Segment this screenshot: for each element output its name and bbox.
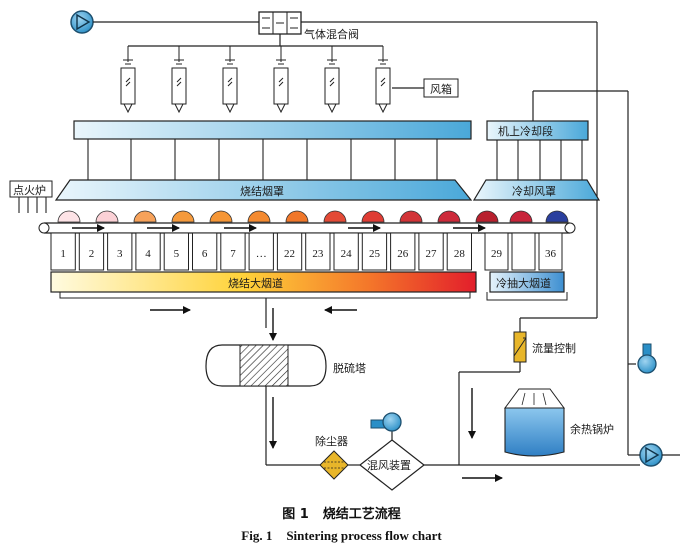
bellow-number: 7 bbox=[230, 248, 236, 260]
gas-burners bbox=[120, 46, 391, 114]
bellow-box bbox=[135, 232, 161, 271]
bellow-number: 29 bbox=[491, 248, 503, 260]
bellow-number: 5 bbox=[174, 248, 180, 260]
mixer-fan-icon bbox=[370, 412, 402, 432]
bellow-number: 24 bbox=[341, 248, 353, 260]
bellow-box bbox=[361, 232, 388, 271]
bellow-number: 22 bbox=[284, 248, 295, 260]
bellow-box bbox=[163, 232, 189, 271]
bellow-box bbox=[107, 232, 133, 271]
bellow-number: 4 bbox=[145, 248, 151, 260]
bellow-box bbox=[511, 232, 536, 271]
bellow-number: 6 bbox=[202, 248, 208, 260]
bellow-number: 23 bbox=[312, 248, 324, 260]
burner bbox=[120, 46, 136, 114]
bellow-box bbox=[276, 232, 303, 271]
flow-control-valve-icon bbox=[513, 331, 527, 363]
figure-caption-cn: 图 1 烧结工艺流程 bbox=[0, 503, 697, 522]
bellow-number: 36 bbox=[545, 248, 557, 260]
figure-title-en: Sintering process flow chart bbox=[286, 528, 442, 543]
burner bbox=[324, 46, 340, 114]
burner bbox=[273, 46, 289, 114]
bellow-number: 1 bbox=[60, 248, 66, 260]
bellow-box bbox=[538, 232, 563, 271]
connector-lines bbox=[87, 139, 438, 180]
wind-box-bar bbox=[73, 120, 472, 140]
air-mixer-icon bbox=[359, 439, 425, 491]
cooling-flue-label: 冷抽大烟道 bbox=[496, 276, 551, 290]
ignition-nozzles bbox=[18, 197, 47, 213]
bellow-box bbox=[50, 232, 76, 271]
figure-caption-en: Fig. 1 Sintering process flow chart bbox=[0, 528, 697, 544]
burner bbox=[171, 46, 187, 114]
desulfurization-tower-icon bbox=[205, 344, 327, 387]
desulfurization-tower-label: 脱硫塔 bbox=[333, 361, 366, 375]
flow-control-label: 流量控制 bbox=[532, 341, 576, 355]
bellow-box bbox=[446, 232, 473, 271]
bellow-number: 25 bbox=[369, 248, 381, 260]
sinter-hood-label: 烧结烟罩 bbox=[240, 184, 284, 198]
bellow-box bbox=[78, 232, 105, 271]
wind-box-label: 风箱 bbox=[430, 82, 452, 96]
bellow-box bbox=[390, 232, 416, 271]
right-fan-icon bbox=[637, 343, 657, 374]
outlet-pump-icon bbox=[639, 443, 663, 467]
figure-title-cn: 烧结工艺流程 bbox=[322, 507, 401, 522]
bellow-box bbox=[418, 232, 444, 271]
bellow-box bbox=[333, 232, 359, 271]
cooling-hood-label: 冷却风罩 bbox=[512, 185, 556, 198]
bellow-box bbox=[192, 232, 218, 271]
bellow-box bbox=[220, 232, 246, 271]
bellow-number: 2 bbox=[89, 248, 95, 260]
ignition-furnace-label: 点火炉 bbox=[13, 184, 46, 197]
waste-heat-boiler-icon bbox=[504, 388, 565, 457]
figure-number-en: Fig. 1 bbox=[241, 528, 273, 543]
bellow-box bbox=[305, 232, 331, 271]
sinter-charge bbox=[57, 210, 569, 223]
burner bbox=[222, 46, 238, 114]
waste-heat-boiler-label: 余热锅炉 bbox=[570, 422, 614, 436]
sinter-hood bbox=[54, 179, 473, 201]
sinter-flue bbox=[50, 271, 477, 293]
bellow-number: … bbox=[256, 248, 267, 260]
dust-collector-label: 除尘器 bbox=[315, 434, 348, 448]
bellow-number: 28 bbox=[454, 248, 466, 260]
bellow-number: 3 bbox=[117, 248, 123, 260]
cooling-bellows-row: 29 36 bbox=[484, 232, 563, 271]
bellow-number: 27 bbox=[426, 248, 438, 260]
bellow-number: 26 bbox=[397, 248, 409, 260]
conveyor-belt bbox=[38, 222, 576, 234]
air-mixer-label: 混风装置 bbox=[367, 459, 411, 472]
bellow-box bbox=[248, 232, 274, 271]
figure-number-cn: 图 1 bbox=[282, 507, 309, 522]
machine-cooling-label: 机上冷却段 bbox=[498, 124, 553, 138]
gas-mixing-valve-icon bbox=[258, 11, 302, 35]
burner bbox=[375, 46, 391, 114]
sinter-flue-label: 烧结大烟道 bbox=[228, 276, 283, 290]
bellow-box bbox=[484, 232, 509, 271]
top-pump-icon bbox=[70, 10, 94, 34]
dust-collector-icon bbox=[319, 450, 349, 480]
gas-mixing-valve-label: 气体混合阀 bbox=[304, 27, 359, 41]
cooling-flue bbox=[489, 271, 565, 293]
cooling-hood bbox=[472, 179, 601, 201]
